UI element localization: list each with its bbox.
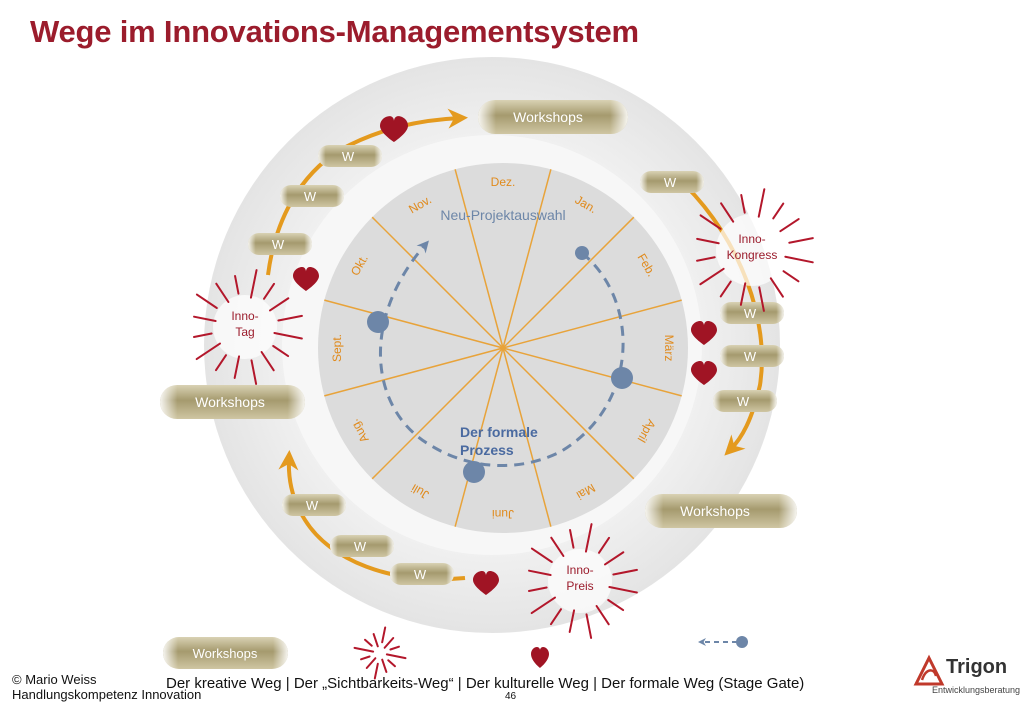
burst-kongress (696, 188, 814, 312)
footer-subtitle: Handlungskompetenz Innovation (12, 687, 202, 702)
burst-preis-line1: Inno- (566, 563, 593, 577)
wheel-spoke (502, 347, 552, 527)
month-label: Sept. (330, 334, 344, 362)
w-badge-label: W (272, 237, 285, 252)
process-dot (611, 367, 633, 389)
burst-tag-line1: Inno- (231, 309, 258, 323)
w-badge-label: W (354, 539, 367, 554)
burst-preis-line2: Preis (566, 579, 593, 593)
process-dot (575, 246, 589, 260)
bursts (192, 188, 814, 639)
process-label-line2: Prozess (460, 442, 514, 458)
w-badge-label: W (744, 306, 757, 321)
heart-icon (691, 360, 717, 385)
w-badge: W (713, 390, 777, 412)
wheel-spoke (502, 299, 682, 349)
w-badge: W (720, 302, 784, 324)
w-badge: W (390, 563, 454, 585)
wheel-spoke (371, 347, 504, 480)
wheel-spoke (454, 347, 504, 527)
dashed-arrow-icon (698, 636, 748, 648)
heart-icon (380, 116, 408, 142)
copyright-text: © Mario Weiss (12, 672, 97, 687)
month-label: Dez. (491, 175, 516, 189)
w-badge: W (318, 145, 382, 167)
month-label: März (662, 335, 676, 362)
logo-subtitle: Entwicklungsberatung (932, 685, 1021, 695)
slide-title: Wege im Innovations-Managementsystem (30, 14, 639, 49)
legend-workshop-label: Workshops (193, 646, 258, 661)
process-dot (463, 461, 485, 483)
heart-icon (473, 570, 499, 595)
wheel-spoke (454, 169, 504, 349)
center-label: Neu-Projektauswahl (440, 207, 565, 223)
w-badge-label: W (414, 567, 427, 582)
heart-icon (293, 266, 319, 291)
burst-tag (192, 269, 303, 385)
w-badge-label: W (304, 189, 317, 204)
burst-preis (527, 523, 638, 639)
workshop-badge: Workshops (478, 100, 628, 134)
wheel-spoke (502, 347, 682, 397)
w-badge-label: W (306, 498, 319, 513)
month-label: Juni (492, 507, 514, 521)
formal-process-arc (378, 240, 625, 467)
w-badge: W (248, 233, 312, 255)
logo-name: Trigon (946, 656, 1008, 678)
w-badge-label: W (342, 149, 355, 164)
trigon-logo-icon (913, 654, 945, 686)
page-number: 46 (505, 691, 517, 702)
workshop-badge-label: Workshops (680, 503, 750, 519)
wheel-spoke (502, 347, 635, 480)
w-badge: W (280, 185, 344, 207)
trigon-logo: Trigon Entwicklungsberatung (912, 652, 1020, 700)
wheel-spoke (371, 216, 504, 349)
w-badge: W (282, 494, 346, 516)
process-dot (367, 311, 389, 333)
workshop-badge-label: Workshops (513, 109, 583, 125)
legend-burst-rays (353, 626, 407, 680)
heart-icon (531, 647, 549, 668)
hearts (293, 116, 717, 595)
w-badge: W (640, 171, 704, 193)
workshop-badge: Workshops (160, 385, 305, 419)
wheel-spoke (502, 216, 635, 349)
legend-text: Der kreative Weg | Der „Sichtbarkeits-We… (166, 675, 805, 692)
wheel-spoke (324, 299, 504, 349)
w-badge: W (720, 345, 784, 367)
process-label-line1: Der formale (460, 424, 538, 440)
workshop-badge: Workshops (645, 494, 797, 528)
legend-workshop-badge: Workshops (163, 637, 288, 669)
wheel-spoke (502, 169, 552, 349)
footer-copyright: © Mario Weiss Handlungskompetenz Innovat… (12, 672, 201, 702)
burst-kongress-line2: Kongress (727, 248, 778, 262)
w-badge-label: W (664, 175, 677, 190)
burst-tag-line2: Tag (235, 325, 254, 339)
burst-kongress-line1: Inno- (738, 232, 765, 246)
wheel-spoke (324, 347, 504, 397)
burst-icon (353, 626, 407, 680)
heart-icon (691, 320, 717, 345)
w-badge: W (330, 535, 394, 557)
w-badge-label: W (737, 394, 750, 409)
w-badges: W W W W W W W W W W (248, 145, 784, 585)
w-badge-label: W (744, 349, 757, 364)
workshop-badge-label: Workshops (195, 394, 265, 410)
month-spokes (324, 169, 682, 527)
